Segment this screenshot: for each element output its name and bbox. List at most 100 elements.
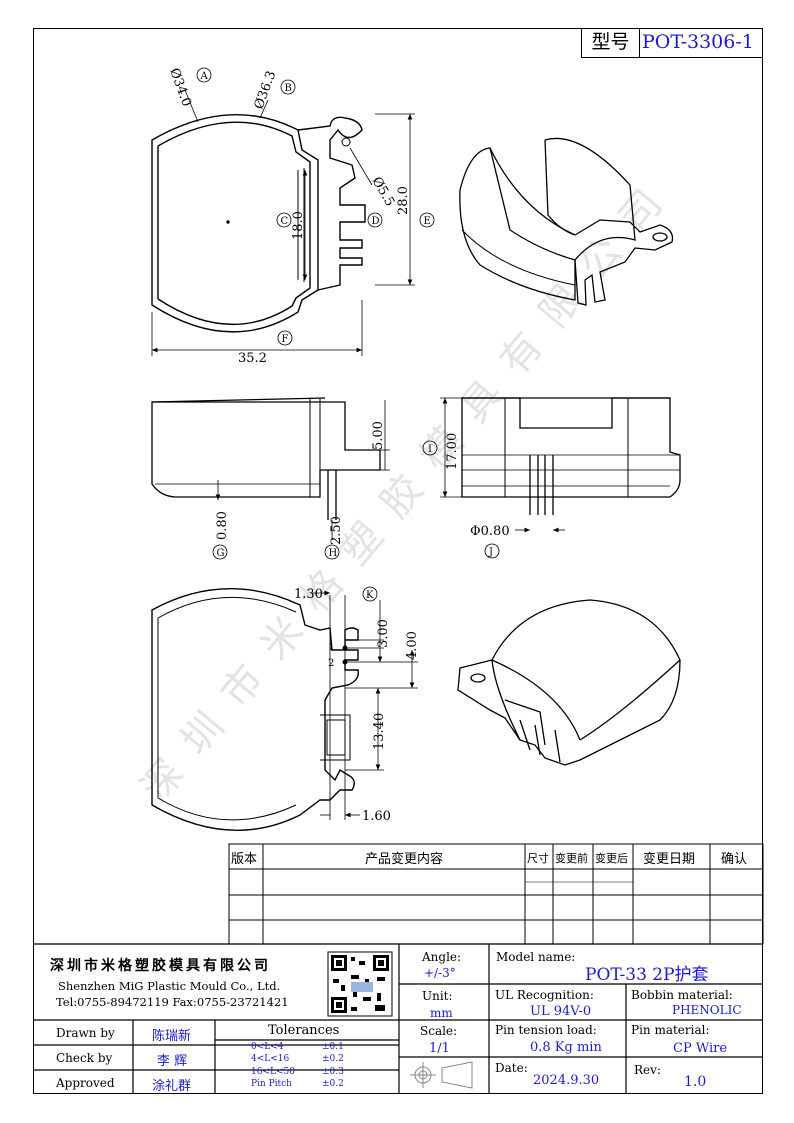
qr-code [327,951,393,1017]
check-by-value: 李 辉 [157,1054,188,1069]
drawing-sheet [33,28,763,1094]
model-name-value: POT-33 2P护套 [585,965,709,985]
dim-300: 3.00 [376,619,391,648]
date-value: 2024.9.30 [533,1073,600,1088]
angle-value: +/-3° [424,966,456,980]
side-view-labels: 5.00 0.80 2.50 [215,421,386,545]
model-number-value: POT-3306-1 [642,31,754,53]
front-view-dimensions [440,397,565,533]
scale-label: Scale: [420,1024,458,1038]
dim-pin-len: 2.50 [329,516,344,545]
marker-f: F [282,334,289,345]
top-view-markers: A B C D E F [196,67,435,346]
tol-value-4: ±0.2 [322,1079,344,1089]
marker-k: K [366,590,374,601]
bobbin-material-value: PHENOLIC [672,1003,742,1017]
tol-range-2: 4<L<16 [251,1054,290,1064]
date-label: Date: [495,1061,528,1075]
tol-range-4: Pin Pitch [251,1079,292,1089]
drawn-by-label: Drawn by [56,1026,115,1040]
model-number-label: 型号 [582,28,640,57]
dim-pin-h: 5.00 [371,421,386,450]
scale-value: 1/1 [429,1041,450,1056]
angle-label: Angle: [422,950,462,964]
rev-header-content: 产品变更内容 [365,852,444,867]
front-view [461,397,681,515]
marker-j: J [488,547,493,558]
marker-a: A [200,71,209,82]
dim-pin-g: 0.80 [215,511,230,540]
approved-label: Approved [56,1076,115,1090]
rev-header-before: 变更前 [555,852,588,865]
dim-160: 1.60 [362,809,391,824]
bottom-view-dimensions [312,590,418,820]
marker-b: B [285,83,292,94]
dim-slot-d: Ø5.5 [369,175,398,210]
unit-value: mm [430,1006,453,1020]
rev-header-version: 版本 [231,852,258,867]
company-name-en: Shenzhen MiG Plastic Mould Co., Ltd. [58,979,281,993]
dim-height-c: 18.0 [291,211,306,240]
rev-value: 1.0 [684,1074,707,1090]
rev-header-date: 变更日期 [643,852,696,867]
tol-value-2: ±0.2 [322,1054,344,1064]
marker-e: E [424,216,431,227]
rev-header-size: 尺寸 [527,852,549,865]
marker-i: I [428,444,432,455]
side-view [151,397,381,520]
ul-value: UL 94V-0 [530,1004,592,1019]
check-by-label: Check by [56,1051,113,1065]
approved-value: 涂礼群 [152,1079,192,1094]
front-view-markers: I J [422,440,500,559]
dim-1340: 13.40 [372,713,387,750]
top-view-dimensions [151,89,415,356]
projection-symbol [410,1061,473,1089]
pin-label-1: 1 [328,642,334,653]
company-name-cn: 深圳市米格塑胶模具有限公司 [50,958,271,974]
model-name-label: Model name: [496,950,576,964]
dim-height-i: 17.00 [445,433,460,470]
bottom-view-labels: 1.30 3.00 4.00 13.40 1.60 1 2 [294,587,420,824]
iso-view-bottom [457,599,681,766]
dim-dia-a: Ø34.0 [166,66,194,108]
rev-header-after: 变更后 [595,852,628,865]
pin-material-value: CP Wire [673,1041,728,1056]
title-block-grid [33,943,763,1094]
iso-view-top [459,137,674,306]
dim-height-e: 28.0 [396,186,411,215]
bobbin-material-label: Bobbin material: [631,988,733,1002]
marker-h: H [329,548,338,559]
tol-value-1: ±0.1 [322,1042,344,1052]
top-view [151,114,366,333]
side-view-dimensions [215,400,390,540]
pin-material-label: Pin material: [631,1023,710,1037]
model-number-box: 型号 POT-3306-1 [581,28,763,58]
front-view-labels: 17.00 Φ0.80 [445,433,510,539]
tolerances-label: Tolerances [268,1023,340,1038]
marker-c: C [281,216,289,227]
rev-header-confirm: 确认 [721,852,748,867]
watermark-text: 深圳市米格塑胶模具有限公司 [132,164,685,811]
dim-width-f: 35.2 [238,351,267,366]
bottom-view [151,587,359,831]
rev-label: Rev: [634,1063,661,1077]
ul-label: UL Recognition: [495,988,594,1002]
marker-d: D [372,216,380,227]
dim-pin-dia: Φ0.80 [470,524,510,539]
dim-400: 4.00 [405,631,420,660]
unit-label: Unit: [422,989,453,1003]
marker-g: G [217,548,225,559]
drawn-by-value: 陈瑞新 [152,1029,192,1044]
pin-tension-value: 0.8 Kg min [530,1040,602,1055]
company-contact: Tel:0755-89472119 Fax:0755-23721421 [56,995,289,1009]
tol-range-3: 16<L<50 [251,1067,295,1077]
dim-130: 1.30 [294,587,323,602]
dim-dia-b: Ø36.3 [252,69,280,111]
pin-tension-label: Pin tension load: [495,1023,597,1037]
side-view-markers: G H [212,544,340,560]
tol-range-1: 0<L<4 [251,1042,284,1052]
bottom-view-markers: K [362,586,378,602]
tol-value-3: ±0.3 [322,1067,344,1077]
pin-label-2: 2 [328,658,334,669]
